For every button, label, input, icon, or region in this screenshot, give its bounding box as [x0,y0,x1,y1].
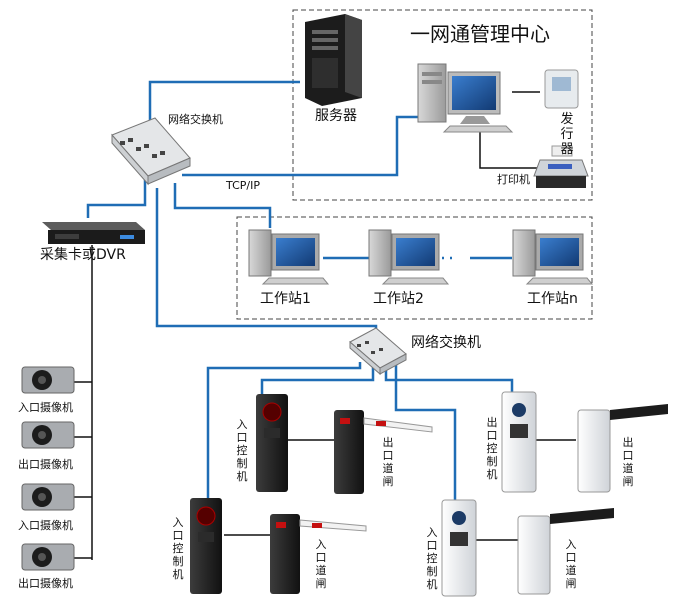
camera-3-icon [21,483,75,511]
card-issuer-icon [544,69,579,109]
lane2-controller-label: 出口控制机 [486,416,498,481]
network-switch-mid-icon [349,327,407,376]
server-icon [305,14,362,106]
workstation-1-label: 工作站1 [260,291,311,307]
lane2-controller-icon [501,391,537,493]
camera-2-label: 出口摄像机 [18,458,73,471]
lane3-gate-label: 入口道闸 [315,538,327,590]
dvr-icon [42,222,145,244]
camera-2-icon [21,421,75,449]
lane4-barrier-icon [517,508,614,595]
lane1-controller-label: 入口控制机 [236,418,248,483]
lane1-barrier-icon [334,410,433,494]
camera-4-icon [21,543,75,571]
tcpip-label: TCP/IP [226,179,260,192]
camera-4-label: 出口摄像机 [18,577,73,590]
camera-3-label: 入口摄像机 [18,519,73,532]
lane3-barrier-icon [270,514,367,594]
management-center-title: 一网通管理中心 [410,22,550,46]
camera-1-icon [21,366,75,394]
switch-mid-label: 网络交换机 [411,335,481,351]
lane2-gate-label: 出口道闸 [622,436,634,488]
lane4-controller-label: 入口控制机 [426,526,438,591]
lane4-controller-icon [441,499,477,597]
server-label: 服务器 [315,108,357,124]
dvr-label: 采集卡或DVR [40,247,126,263]
network-switch-top-icon [111,117,191,186]
lane1-controller-icon [256,394,288,492]
lane3-controller-label: 入口控制机 [172,516,184,581]
lane3-controller-icon [190,498,222,594]
printer-icon [533,145,589,188]
lane1-gate-label: 出口道闸 [382,436,394,488]
management-center-box [292,9,593,201]
lane4-gate-label: 入口道闸 [565,538,577,590]
management-pc-icon [417,63,514,133]
workstation-box [236,216,593,320]
printer-label: 打印机 [497,173,530,186]
camera-1-label: 入口摄像机 [18,401,73,414]
workstation-1-icon [248,229,330,285]
workstation-n-label: 工作站n [527,291,578,307]
workstation-2-icon [368,229,450,285]
lane2-barrier-icon [577,404,668,493]
switch-top-label: 网络交换机 [168,113,223,126]
issuer-label: 发行器 [560,112,574,157]
workstation-n-icon [512,229,594,285]
workstation-2-label: 工作站2 [373,291,424,307]
